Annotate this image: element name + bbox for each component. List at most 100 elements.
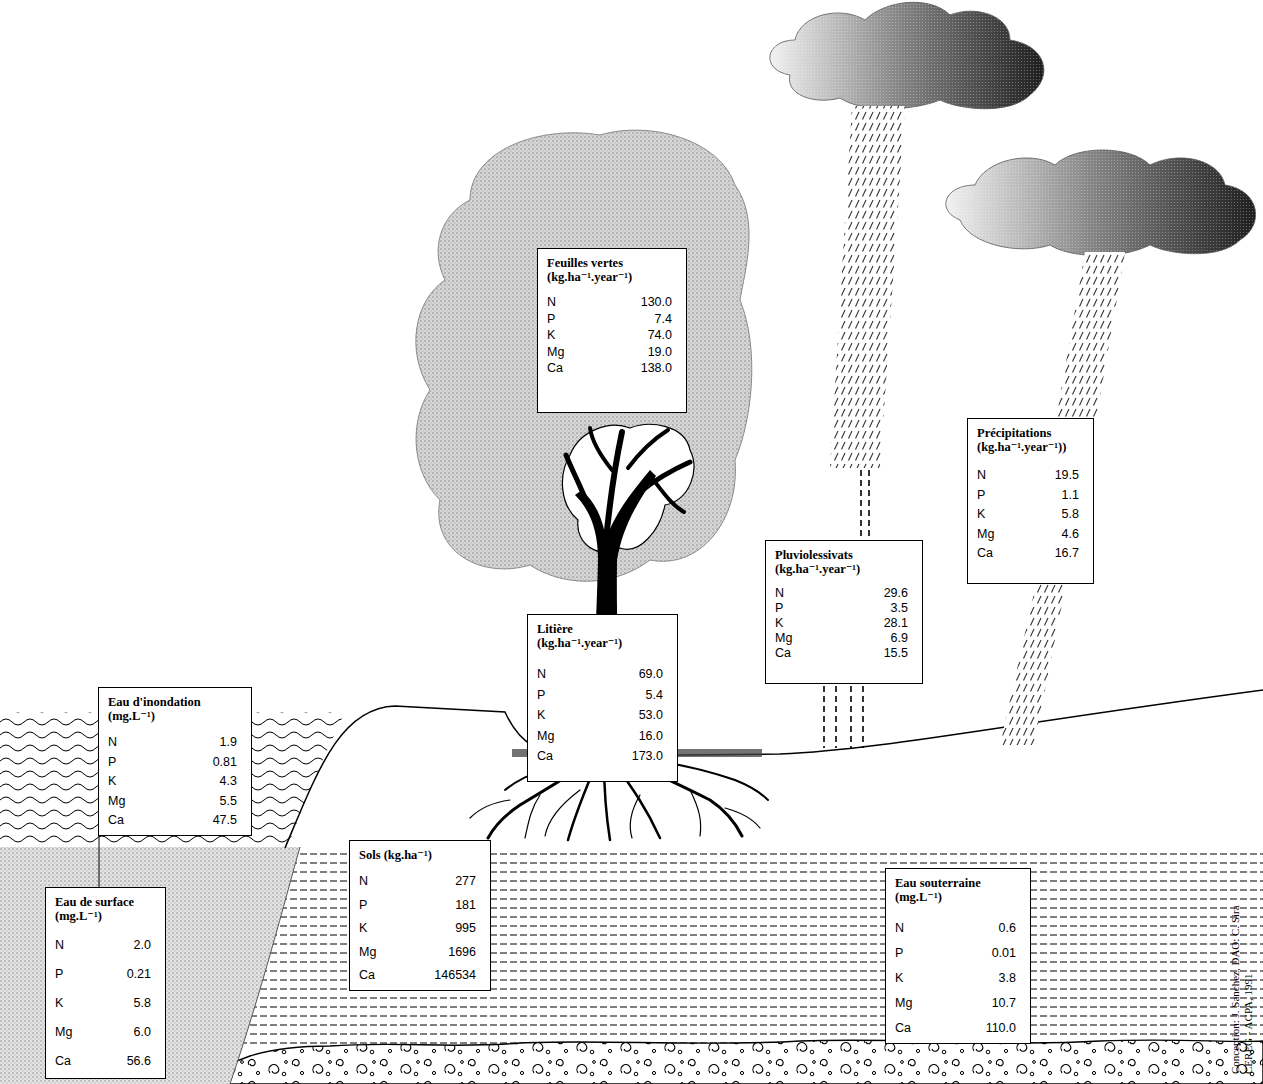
box-heading: Feuilles vertes (kg.ha⁻¹.year⁻¹) [547,256,667,284]
element-symbol: K [547,327,585,344]
rain-cloud [946,150,1256,256]
element-value: 110.0 [933,1016,1016,1041]
rock-layer [200,1040,1263,1084]
nutrient-box: Précipitations (kg.ha⁻¹.year⁻¹))N19.5P1.… [967,418,1094,584]
nutrient-table: N130.0P7.4K74.0Mg19.0Ca138.0 [547,294,680,377]
element-value: 130.0 [585,294,672,311]
throughfall-line [868,470,870,540]
tree-crown [562,424,693,552]
element-value: 146534 [397,964,476,988]
throughfall-line [862,686,864,748]
branch [628,430,668,468]
element-value: 47.5 [146,811,237,831]
cloud-texture [946,150,1256,256]
nutrient-table: N19.5P1.1K5.8Mg4.6Ca16.7 [977,466,1087,564]
nutrient-box: Sols (kg.ha⁻¹) N277P181K995Mg1696Ca146534 [349,840,491,991]
element-value: 3.5 [813,601,908,616]
element-symbol: Ca [775,646,813,661]
branch [590,428,612,470]
element-value: 6.9 [813,631,908,646]
element-symbol: P [977,486,1015,506]
rain-strip [830,106,905,468]
nutrient-table: N1.9P0.81K4.3Mg5.5Ca47.5 [108,733,245,831]
element-value: 138.0 [585,360,672,377]
element-value: 3.8 [933,966,1016,991]
element-symbol: K [537,705,575,726]
element-value: 0.6 [933,916,1016,941]
element-symbol: Ca [537,746,575,767]
element-value: 995 [397,917,476,941]
element-symbol: Mg [55,1018,93,1047]
element-symbol: P [108,753,146,773]
rain-strip [1000,584,1066,745]
throughfall-line [823,686,825,748]
element-symbol: Mg [108,792,146,812]
element-value: 181 [397,894,476,918]
element-symbol: Ca [547,360,585,377]
branch [606,432,622,540]
tree-branches [566,428,690,540]
element-value: 277 [397,870,476,894]
leader-line [99,836,100,887]
element-symbol: Ca [55,1047,93,1076]
nutrient-box: Litière (kg.ha⁻¹.year⁻¹)N69.0P5.4K53.0Mg… [527,614,678,782]
element-value: 7.4 [585,311,672,328]
credit-note: CEREG - ACPA, 1991 [1242,848,1255,1074]
element-symbol: Mg [547,344,585,361]
branch [640,462,690,492]
nutrient-table: N29.6P3.5K28.1Mg6.9Ca15.5 [775,586,916,661]
element-symbol: P [537,685,575,706]
element-symbol: K [359,917,397,941]
element-symbol: Mg [359,941,397,965]
rain-cloud [770,2,1044,108]
element-symbol: N [977,466,1015,486]
ground-line [285,690,1263,848]
tree-canopy [416,130,752,581]
credit-note: Conception: J. Sanchez, DAO: C. Sira [1229,848,1242,1074]
element-symbol: P [895,941,933,966]
element-symbol: Mg [977,525,1015,545]
element-value: 53.0 [575,705,663,726]
nutrient-box: Pluviolessivats (kg.ha⁻¹.year⁻¹) N29.6P3.… [765,540,923,684]
element-value: 4.3 [146,772,237,792]
element-value: 74.0 [585,327,672,344]
nutrient-table: N277P181K995Mg1696Ca146534 [359,870,484,988]
element-symbol: K [977,505,1015,525]
element-value: 1.9 [146,733,237,753]
root [630,795,640,838]
element-symbol: Mg [537,726,575,747]
element-symbol: K [55,989,93,1018]
element-value: 173.0 [575,746,663,767]
element-value: 19.5 [1015,466,1079,486]
basin-edge [230,847,300,1084]
element-value: 5.8 [93,989,151,1018]
box-heading: Pluviolessivats (kg.ha⁻¹.year⁻¹) [775,548,895,576]
element-value: 69.0 [575,664,663,685]
element-value: 0.81 [146,753,237,773]
element-value: 15.5 [813,646,908,661]
element-value: 10.7 [933,991,1016,1016]
box-heading: Eau d'inondation (mg.L⁻¹) [108,695,223,723]
nutrient-table: N2.0P0.21K5.8Mg6.0Ca56.6 [55,931,159,1076]
element-value: 2.0 [93,931,151,960]
box-heading: Sols (kg.ha⁻¹) [359,848,484,862]
element-symbol: N [359,870,397,894]
element-symbol: N [108,733,146,753]
element-value: 6.0 [93,1018,151,1047]
element-value: 0.21 [93,960,151,989]
element-value: 5.4 [575,685,663,706]
element-symbol: P [55,960,93,989]
element-value: 16.7 [1015,544,1079,564]
element-value: 29.6 [813,586,908,601]
element-symbol: K [895,966,933,991]
element-symbol: Ca [895,1016,933,1041]
branch [652,478,684,512]
element-symbol: Mg [895,991,933,1016]
element-symbol: Ca [359,964,397,988]
element-value: 4.6 [1015,525,1079,545]
element-value: 19.0 [585,344,672,361]
box-heading: Eau souterraine (mg.L⁻¹) [895,876,1005,904]
element-value: 0.01 [933,941,1016,966]
element-value: 28.1 [813,616,908,631]
